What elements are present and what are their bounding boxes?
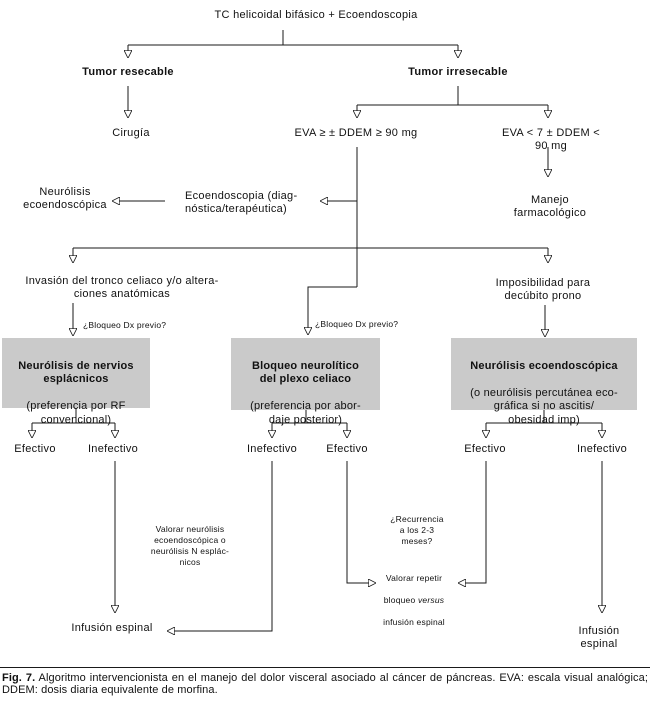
node-title: TC helicoidal bifásico + Ecoendoscopia [214, 9, 418, 21]
box-neurolisis-ecoendoscopica-subtitle: (o neurólisis percutánea eco- gráfica si… [470, 386, 618, 426]
outcome-efectivo-3: Efectivo [464, 443, 506, 455]
node-eva-baja: EVA < 7 ± DDEM < 90 mg [501, 127, 601, 152]
caption-text: Algoritmo intervencionista en el manejo … [2, 672, 648, 696]
note-valorar-repetir-line2: bloqueo versus [383, 595, 445, 605]
box-neurolisis-esplacnicos-subtitle: (preferencia por RF convencional) [26, 400, 126, 426]
node-imposibilidad-decubito: Imposibilidad para decúbito prono [495, 277, 591, 302]
outcome-inefectivo-3: Inefectivo [576, 443, 628, 455]
node-tumor-irresecable: Tumor irresecable [408, 66, 508, 78]
note-valorar-neurolisis: Valorar neurólisis ecoendoscópica o neur… [150, 524, 230, 567]
caption-divider [0, 667, 650, 668]
figure-caption: Fig. 7. Algoritmo intervencionista en el… [2, 672, 648, 696]
node-neurolisis-ecoendoscopica: Neurólisis ecoendoscópica [23, 186, 107, 211]
box-bloqueo-plexo-celiaco: Bloqueo neurolítico del plexo celiaco (p… [231, 338, 380, 426]
outcome-efectivo-1: Efectivo [14, 443, 56, 455]
node-manejo-farmacologico: Manejo farmacológico [513, 194, 587, 219]
box-neurolisis-esplacnicos-title: Neurólisis de nervios esplácnicos [18, 359, 134, 386]
box-bloqueo-plexo-celiaco-subtitle: (preferencia por abor- daje posterior) [250, 400, 361, 426]
note-valorar-repetir: Valorar repetir bloqueo versus infusión … [383, 562, 445, 639]
box-neurolisis-ecoendoscopica-title: Neurólisis ecoendoscópica [470, 359, 618, 372]
outcome-inefectivo-1: Inefectivo [87, 443, 139, 455]
note-recurrencia: ¿Recurrencia a los 2-3 meses? [390, 514, 444, 546]
box-bloqueo-plexo-celiaco-title: Bloqueo neurolítico del plexo celiaco [251, 359, 360, 386]
node-invasion-tronco: Invasión del tronco celiaco y/o altera- … [25, 275, 219, 300]
box-neurolisis-esplacnicos: Neurólisis de nervios esplácnicos (prefe… [2, 338, 150, 426]
node-cirugia: Cirugía [112, 127, 150, 139]
label-bloqueo-dx-previo-center: ¿Bloqueo Dx previo? [315, 319, 399, 329]
label-bloqueo-dx-previo-left: ¿Bloqueo Dx previo? [83, 320, 167, 330]
node-tumor-resecable: Tumor resecable [82, 66, 174, 78]
node-infusion-espinal-right: Infusión espinal [578, 625, 620, 650]
connector-lines [32, 30, 602, 631]
node-eva-alta: EVA ≥ ± DDEM ≥ 90 mg [294, 127, 418, 139]
node-infusion-espinal-left: Infusión espinal [71, 622, 153, 634]
caption-label: Fig. 7. [2, 672, 36, 684]
note-valorar-repetir-line3: infusión espinal [383, 617, 445, 627]
note-valorar-repetir-line1: Valorar repetir [385, 573, 443, 583]
outcome-inefectivo-2: Inefectivo [246, 443, 298, 455]
outcome-efectivo-2: Efectivo [326, 443, 368, 455]
node-ecoendoscopia: Ecoendoscopia (diag- nóstica/terapéutica… [185, 190, 298, 215]
versus-italic: versus [417, 595, 445, 605]
box-neurolisis-ecoendoscopica: Neurólisis ecoendoscópica (o neurólisis … [451, 338, 637, 426]
